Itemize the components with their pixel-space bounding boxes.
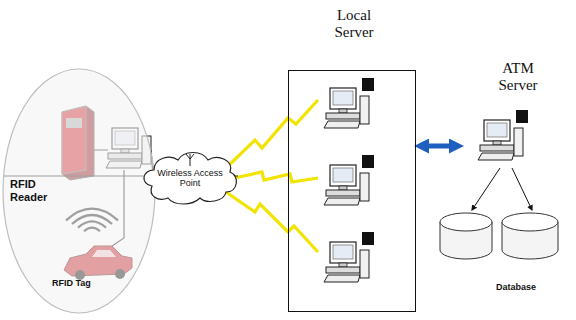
zone-ellipse [3, 69, 155, 313]
screen [333, 245, 353, 259]
caption-label: Database [486, 282, 546, 292]
monitor-stand [339, 109, 347, 113]
server-node: ATM Server [462, 60, 572, 170]
speaker-block [362, 232, 374, 245]
desktop-case [326, 267, 360, 273]
double-arrow [420, 144, 458, 149]
db-arrow [472, 168, 500, 210]
computer-icon [324, 78, 374, 128]
tower [360, 250, 369, 278]
server-heading: ATM Server [482, 60, 554, 95]
speaker-block [362, 155, 374, 168]
monitor [484, 120, 510, 141]
monitor [330, 242, 356, 263]
access-point-cloud: Wireless Access Point [140, 146, 240, 208]
db-arrow [512, 168, 532, 210]
server-group-box: Local Server [288, 70, 416, 312]
keyboard [324, 121, 360, 128]
database-cylinder [440, 213, 492, 259]
monitor [330, 88, 356, 109]
keyboard [478, 153, 514, 160]
monitor-stand [493, 141, 501, 145]
antenna-symbol [186, 154, 194, 166]
device-label: RFID Tag [52, 278, 112, 288]
cloud-shape [144, 153, 236, 205]
server-heading: Local Server [319, 7, 389, 42]
cloud-label: Wireless Access Point [152, 168, 228, 189]
rfid-zone: RFID ReaderRFID Tag [2, 68, 156, 314]
keyboard [324, 198, 360, 205]
desktop-case [326, 113, 360, 119]
monitor [330, 165, 356, 186]
tower [360, 173, 369, 201]
computer-icon [478, 110, 528, 160]
device-label: RFID Reader [10, 178, 56, 203]
wireless-bolt [226, 100, 318, 168]
wireless-bolt [234, 172, 318, 182]
speaker-block [362, 78, 374, 91]
screen [487, 123, 507, 137]
database-cylinder [502, 213, 558, 259]
computer-icon [324, 155, 374, 205]
tower [360, 96, 369, 124]
keyboard [324, 275, 360, 282]
cylinder-top [502, 213, 558, 231]
monitor-stand [339, 186, 347, 190]
tower [514, 128, 523, 156]
monitor-stand [339, 263, 347, 267]
desktop-case [480, 145, 514, 151]
screen [333, 168, 353, 182]
cylinder-top [440, 213, 492, 231]
wireless-bolt [226, 192, 318, 252]
computer-icon [324, 232, 374, 282]
desktop-case [326, 190, 360, 196]
speaker-block [516, 110, 528, 123]
screen [333, 91, 353, 105]
